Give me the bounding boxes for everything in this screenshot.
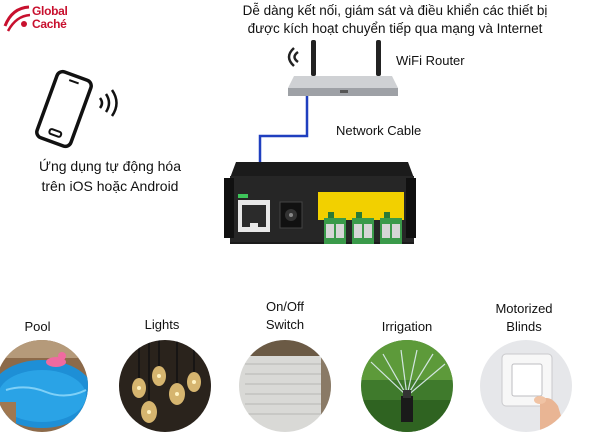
headline-line2: được kích hoạt chuyển tiếp qua mạng và I… bbox=[247, 21, 543, 36]
category-irrigation-line2: Irrigation bbox=[381, 319, 433, 334]
router-wifi-icon bbox=[287, 47, 299, 67]
roller-shutter-icon bbox=[239, 340, 331, 432]
logo-text-line2: Caché bbox=[32, 17, 67, 31]
smartphone-icon bbox=[35, 69, 93, 149]
shutter-photo bbox=[239, 340, 331, 432]
category-label-pool: Pool bbox=[0, 318, 75, 336]
phone-wifi-icon bbox=[98, 89, 118, 117]
headline: Dễ dàng kết nối, giám sát và điều khiển … bbox=[195, 2, 595, 38]
phone-caption: Ứng dụng tự động hóa trên iOS hoặc Andro… bbox=[15, 156, 205, 196]
global-cache-device bbox=[224, 162, 416, 244]
logo-swoosh-icon bbox=[3, 5, 31, 32]
category-switch-line2: Switch bbox=[265, 317, 305, 332]
wifi-router bbox=[280, 38, 405, 100]
category-label-lights: Lights bbox=[122, 316, 202, 334]
category-label-irrigation: Irrigation bbox=[367, 318, 447, 336]
category-blinds-line2: Blinds bbox=[506, 319, 542, 334]
category-switch-line1: On/Off bbox=[265, 299, 305, 314]
wall-switch-photo bbox=[480, 340, 572, 432]
sprinkler-photo bbox=[361, 340, 453, 432]
router-label: WiFi Router bbox=[396, 53, 465, 68]
category-lights-line2: Lights bbox=[144, 317, 180, 332]
light-bulbs-icon bbox=[119, 340, 211, 432]
category-pool-line2: Pool bbox=[24, 319, 51, 334]
category-label-blinds: Motorized Blinds bbox=[484, 300, 564, 336]
category-label-switch: On/Off Switch bbox=[245, 298, 325, 334]
phone-caption-line2: trên iOS hoặc Android bbox=[41, 178, 179, 194]
logo-text-line1: Global bbox=[32, 4, 68, 18]
cable-label: Network Cable bbox=[336, 123, 422, 138]
wall-switch-icon bbox=[480, 340, 572, 432]
phone-caption-line1: Ứng dụng tự động hóa bbox=[39, 158, 181, 174]
bulbs-photo bbox=[119, 340, 211, 432]
sprinkler-icon bbox=[361, 340, 453, 432]
pool-photo bbox=[0, 340, 88, 432]
global-cache-logo: Global Caché bbox=[2, 2, 82, 36]
headline-line1: Dễ dàng kết nối, giám sát và điều khiển … bbox=[242, 3, 548, 18]
router-icon bbox=[288, 40, 398, 96]
pool-icon bbox=[0, 340, 88, 432]
category-blinds-line1: Motorized bbox=[495, 301, 553, 316]
